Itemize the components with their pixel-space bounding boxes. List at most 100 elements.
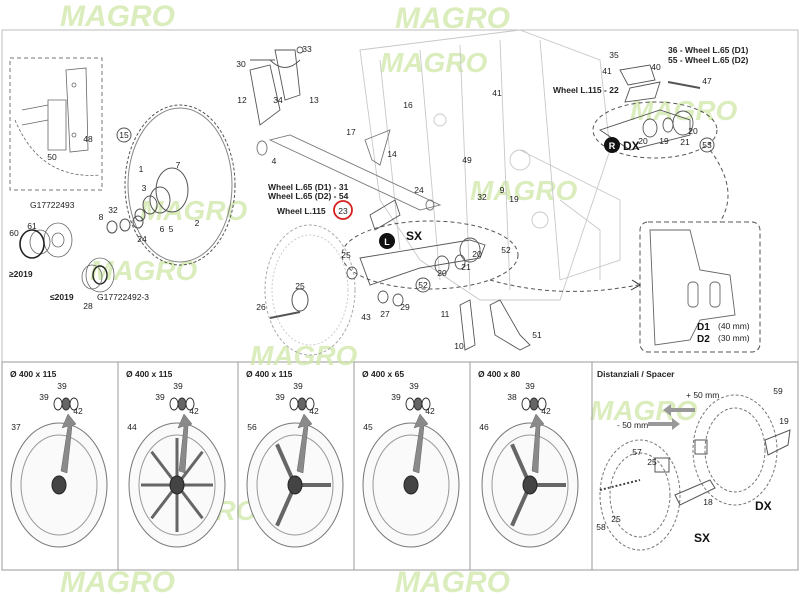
watermark-top-right: MAGRO bbox=[395, 2, 510, 35]
callout-c21a: 21 bbox=[461, 262, 471, 272]
panel-part-label: 44 bbox=[127, 422, 137, 432]
callout-c19a: 19 bbox=[509, 194, 519, 204]
highlight-23 bbox=[333, 200, 353, 220]
arrow-minus-50 bbox=[648, 418, 680, 430]
g17722492-hub bbox=[81, 257, 115, 293]
insert-arrow bbox=[296, 413, 313, 474]
callout-c30: 30 bbox=[236, 59, 246, 69]
panel-part-label: 42 bbox=[541, 406, 551, 416]
watermark-lower-left: MAGRO bbox=[250, 340, 358, 371]
wheel-inner-rim bbox=[372, 434, 450, 536]
label-wheel-115-mid: Wheel L.115 bbox=[277, 206, 326, 216]
wheel-hub bbox=[169, 475, 185, 495]
spacer-detail-part bbox=[649, 229, 736, 346]
label-wheel-d1-mid: Wheel L.65 (D1) - 31 bbox=[268, 182, 349, 192]
label-year-le: ≤2019 bbox=[50, 292, 74, 302]
callout-c10: 10 bbox=[454, 341, 464, 351]
bearing bbox=[405, 397, 415, 411]
spacer-part-label: 18 bbox=[703, 497, 713, 507]
sx-arm-outline bbox=[341, 220, 519, 290]
arrow-plus-50 bbox=[663, 404, 695, 416]
label-d1-mm: (40 mm) bbox=[718, 321, 750, 331]
scrapers-10-11-51 bbox=[459, 299, 531, 351]
callout-c12: 12 bbox=[237, 95, 247, 105]
callout-c9: 9 bbox=[500, 185, 505, 195]
wheel-arm-dx bbox=[598, 64, 701, 151]
callout-c25: 25 bbox=[341, 250, 351, 260]
wheel-inner-rim bbox=[138, 434, 216, 536]
insert-arrow bbox=[529, 413, 545, 474]
watermark-footer-right: MAGRO bbox=[395, 566, 510, 599]
callout-c20d: 20 bbox=[688, 126, 698, 136]
callout-c41: 41 bbox=[602, 66, 612, 76]
callout-c1: 1 bbox=[139, 164, 144, 174]
label-d2-mm: (30 mm) bbox=[718, 333, 750, 343]
panel-title: Ø 400 x 115 bbox=[126, 369, 173, 379]
callout-c3: 3 bbox=[142, 183, 147, 193]
watermark-group: MAGRO MAGRO MAGRO MAGRO MAGRO MAGRO MAGR… bbox=[60, 0, 738, 599]
callout-c33: 33 bbox=[302, 44, 312, 54]
callout-c34: 34 bbox=[273, 95, 283, 105]
callout-c13: 13 bbox=[309, 95, 319, 105]
bearing bbox=[69, 397, 79, 411]
spacer-part-label: 57 bbox=[632, 447, 642, 457]
callout-c11: 11 bbox=[441, 309, 450, 319]
axle-bolt-26 bbox=[269, 311, 301, 319]
callout-c20a: 20 bbox=[437, 268, 447, 278]
panel-part-label: 39 bbox=[173, 381, 183, 391]
callout-c24b: 24 bbox=[414, 185, 424, 195]
callout-c16: 16 bbox=[403, 100, 413, 110]
bearing bbox=[537, 397, 547, 411]
panel-part-label: 39 bbox=[525, 381, 535, 391]
callout-c19b: 19 bbox=[659, 136, 669, 146]
callout-c60: 60 bbox=[9, 228, 19, 238]
spacer-plus-label: + 50 mm bbox=[686, 390, 719, 400]
callout-c25b: 25 bbox=[295, 281, 305, 291]
watermark-top-left: MAGRO bbox=[60, 0, 175, 33]
arm-assembly-12-34-13 bbox=[249, 46, 304, 126]
panel-title: Ø 400 x 80 bbox=[478, 369, 520, 379]
circle-15 bbox=[116, 127, 132, 143]
label-dx: DX bbox=[623, 139, 640, 153]
label-year-ge: ≥2019 bbox=[9, 269, 33, 279]
spacer-detail-box bbox=[639, 221, 761, 353]
insert-arrow bbox=[177, 413, 193, 474]
callout-c43: 43 bbox=[361, 312, 371, 322]
label-ref-a: G17722493 bbox=[30, 200, 75, 210]
panel-part-label: 39 bbox=[409, 381, 419, 391]
label-wheel-d2-top: 55 - Wheel L.65 (D2) bbox=[668, 55, 748, 65]
callout-c29: 29 bbox=[400, 302, 410, 312]
sx-detail-arrowhead bbox=[630, 279, 641, 291]
badge-r bbox=[604, 137, 620, 153]
callout-c15: 15 bbox=[119, 130, 129, 140]
callout-c14: 14 bbox=[387, 149, 397, 159]
callout-c53: 53 bbox=[702, 140, 712, 150]
callout-c61: 61 bbox=[27, 221, 37, 231]
spacer-part-label: 19 bbox=[779, 416, 789, 426]
spacer-panel-drawing bbox=[599, 394, 791, 551]
left-wheel-sx bbox=[264, 224, 356, 356]
watermark-upper-center: MAGRO bbox=[380, 47, 488, 78]
spacer-title: Distanziali / Spacer bbox=[597, 369, 675, 379]
callout-c26: 26 bbox=[256, 302, 266, 312]
sx-detail-link bbox=[489, 279, 639, 292]
label-wheel-d2-mid: Wheel L.65 (D2) - 54 bbox=[268, 191, 349, 201]
spacer-part-label: 25 bbox=[611, 514, 621, 524]
spacer-minus-label: - 50 mm bbox=[617, 420, 648, 430]
panel-title: Ø 400 x 115 bbox=[10, 369, 57, 379]
bearing bbox=[521, 397, 531, 411]
spacer-part-label: 59 bbox=[773, 386, 783, 396]
bearing bbox=[61, 397, 71, 411]
frame-structure bbox=[359, 29, 621, 301]
label-ref-b: G17722492-3 bbox=[97, 292, 149, 302]
callout-c35: 35 bbox=[609, 50, 619, 60]
bearing bbox=[305, 397, 315, 411]
label-d2: D2 bbox=[697, 334, 710, 345]
callout-c24a: 24 bbox=[137, 234, 147, 244]
